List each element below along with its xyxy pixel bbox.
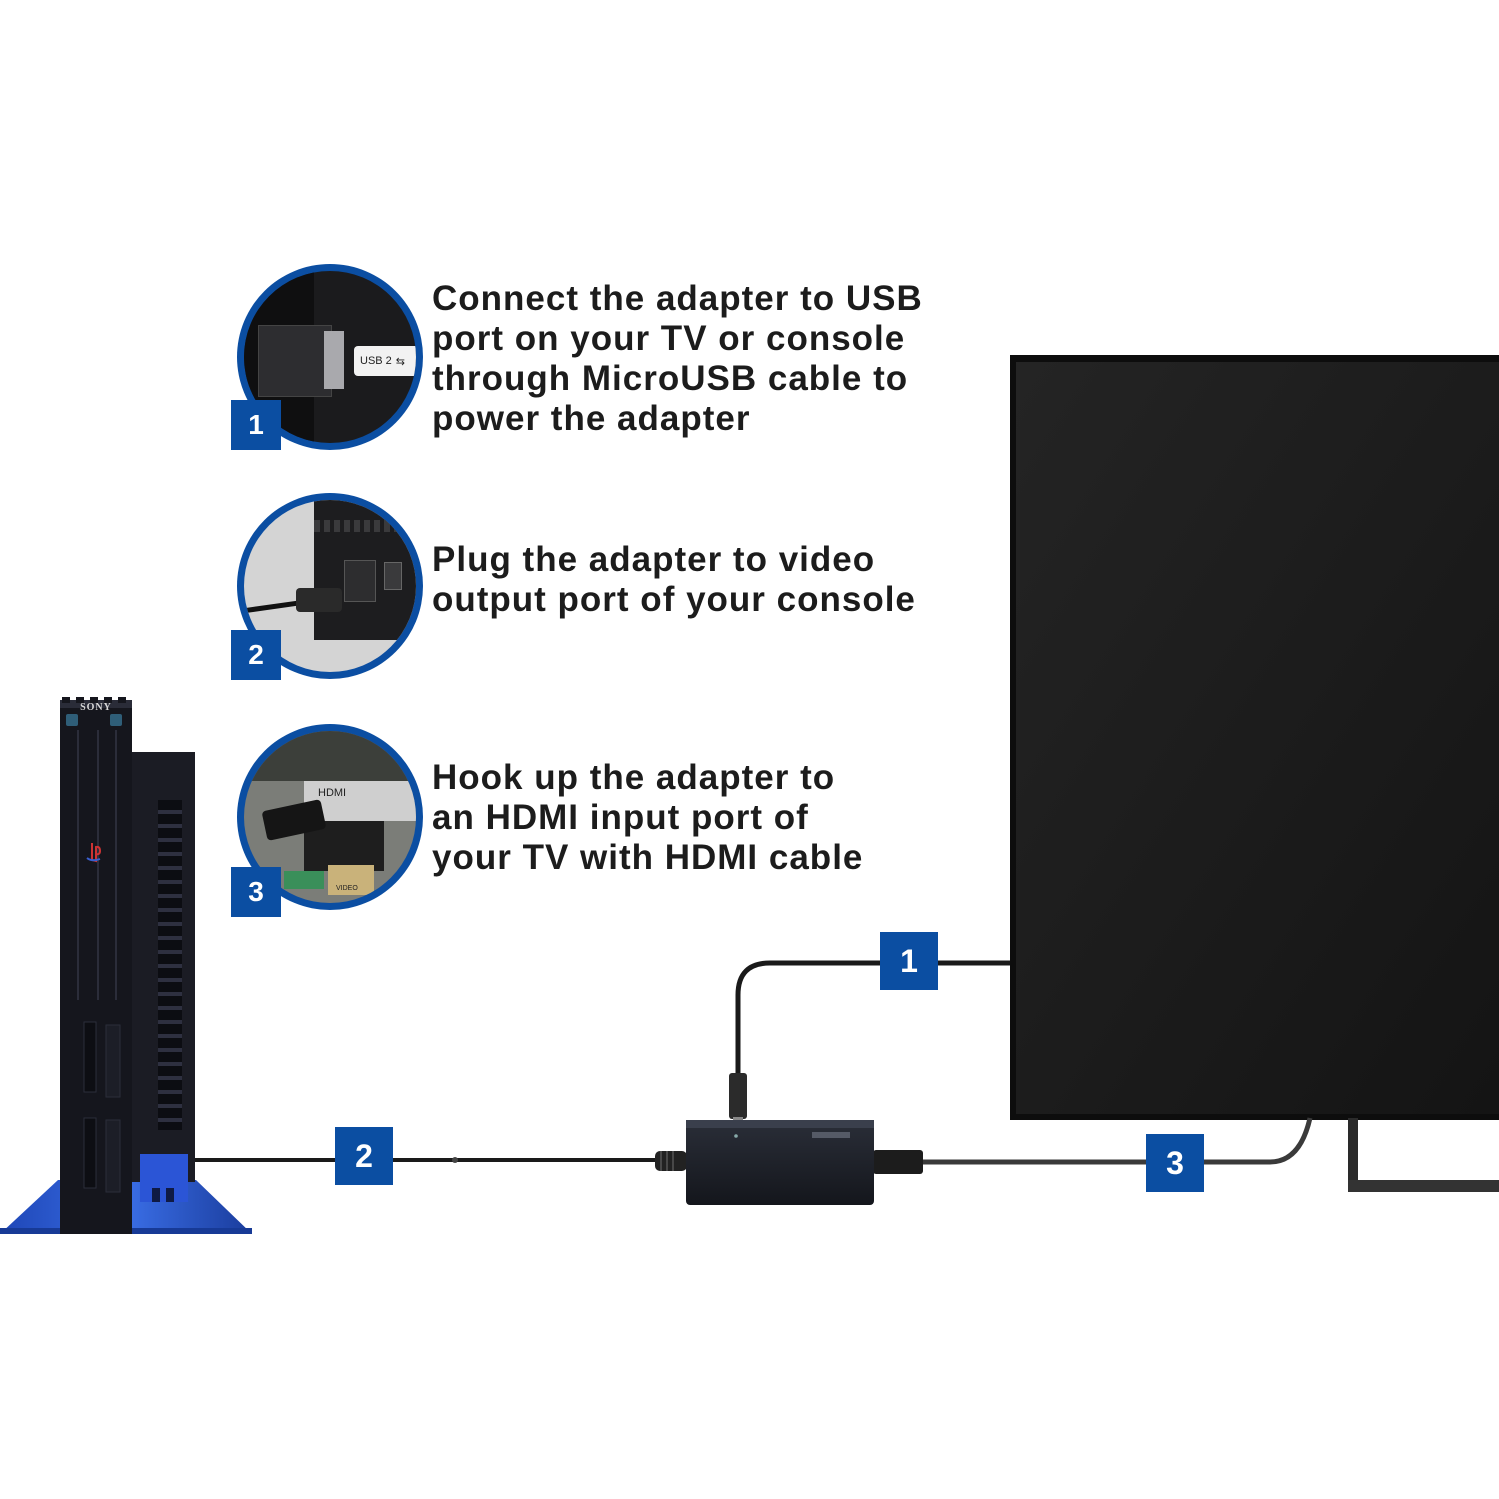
tv [1010,355,1499,1192]
step-2-text: Plug the adapter to video output port of… [432,540,916,620]
step-1-line: through MicroUSB cable to [432,359,909,398]
usb-cable-badge: 1 [880,932,938,990]
video-cable-badge: 2 [335,1127,393,1185]
micro-usb-plug [729,1073,747,1119]
step-3-line: an HDMI input port of [432,798,809,837]
step-1-text: Connect the adapter to USB port on your … [432,279,923,439]
usb-port-label: USB 2 [360,355,392,367]
step-1-line: port on your TV or console [432,319,906,358]
playstation-logo-icon [86,843,102,863]
console-brand: SONY [80,702,112,713]
step-1-line: Connect the adapter to USB [432,279,923,318]
game-console [0,697,252,1234]
hdmi-plug [873,1150,923,1174]
step-1-badge: 1 [231,400,281,450]
step-1-line: power the adapter [432,399,751,438]
step-3-badge: 3 [231,867,281,917]
adapter-box [686,1120,874,1205]
step-3-text: Hook up the adapter to an HDMI input por… [432,758,863,878]
hdmi-cable [920,1117,1313,1165]
hdmi-port-label: HDMI [318,787,347,799]
hdmi-cable-badge: 3 [1146,1134,1204,1192]
video-port-label: VIDEO [336,885,358,892]
step-2-line: output port of your console [432,580,916,619]
step-2-line: Plug the adapter to video [432,540,876,579]
usb-symbol-icon: ⇆ [395,354,406,368]
tv-stand-base [1348,1180,1499,1192]
console-usb-ports [140,1154,188,1202]
step-2-illustration [237,493,423,679]
tv-stand-neck [1348,1118,1358,1184]
step-3-line: your TV with HDMI cable [432,838,864,877]
step-2-badge: 2 [231,630,281,680]
usb-power-cable [735,960,1010,1075]
step-3-line: Hook up the adapter to [432,758,836,797]
